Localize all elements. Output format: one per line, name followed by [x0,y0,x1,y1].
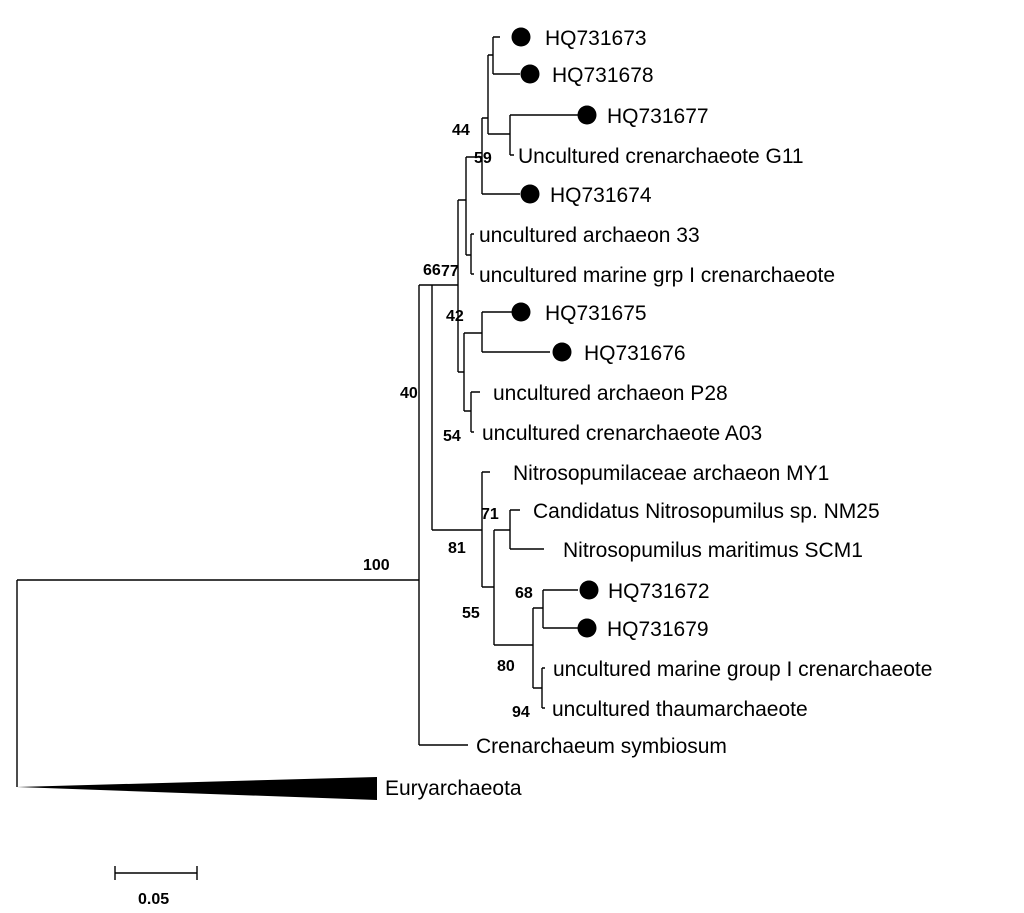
branch-node-677-g11 [509,114,578,156]
tip-label: uncultured archaeon 33 [479,224,700,247]
bootstrap-value: 66 [423,262,441,279]
branch-node-59 [487,54,510,135]
tip-marker-circle [511,27,531,47]
branch-node-55 [493,529,533,646]
branch-node-81 [481,471,494,588]
bootstrap-value: 100 [363,557,390,574]
tip-label: HQ731672 [608,580,710,603]
tip-marker-circle [552,342,572,362]
tip-label: Uncultured crenarchaeote G11 [518,145,804,168]
tree-branches [16,36,578,787]
branch-root [16,579,419,787]
tip-marker-circle [577,105,597,125]
branch-node-675-676 [481,311,550,353]
tip-label: HQ731678 [552,64,654,87]
branch-node-68 [542,589,578,629]
tip-label: Candidatus Nitrosopumilus sp. NM25 [533,500,880,523]
bootstrap-value: 71 [481,506,499,523]
bootstrap-value: 44 [452,122,470,139]
bootstrap-value: 42 [446,308,464,325]
tip-label: Nitrosopumilus maritimus SCM1 [563,539,863,562]
tip-label: HQ731679 [607,618,709,641]
bootstrap-value: 68 [515,585,533,602]
bootstrap-value: 81 [448,540,466,557]
tip-label: HQ731677 [607,105,709,128]
branch-node-80 [532,607,543,689]
branch-node-94 [541,667,545,709]
tip-marker-circle [520,184,540,204]
branch-node-77 [465,156,482,256]
branch-node-33-grp [470,233,474,275]
tip-label: uncultured marine group I crenarchaeote [553,658,932,681]
bootstrap-value: 80 [497,658,515,675]
branch-ingroup-node [418,284,468,746]
tip-marker-circle [577,618,597,638]
tip-labels: HQ731673 HQ731678 HQ731677 Uncultured cr… [476,27,932,758]
collapsed-clade-wedge [17,777,377,800]
branch-node-54 [470,391,480,433]
tip-label: uncultured crenarchaeote A03 [482,422,762,445]
bootstrap-value: 94 [512,704,530,721]
bootstrap-value: 55 [462,605,480,622]
tip-label: HQ731676 [584,342,686,365]
tip-marker-circle [579,580,599,600]
tip-marker-circle [511,302,531,322]
branch-node-40 [431,284,482,531]
tip-label: uncultured archaeon P28 [493,382,728,405]
tip-label: HQ731674 [550,184,652,207]
bootstrap-value: 59 [474,150,492,167]
scale-bar-line [114,866,198,880]
tip-markers [511,27,599,638]
tip-label: HQ731673 [545,27,647,50]
tip-label: HQ731675 [545,302,647,325]
tip-label: Nitrosopumilaceae archaeon MY1 [513,462,829,485]
scale-bar: 0.05 [114,866,198,908]
tip-label: Crenarchaeum symbiosum [476,735,727,758]
bootstrap-value: 77 [441,263,459,280]
tip-marker-circle [520,64,540,84]
scale-bar-label: 0.05 [138,891,169,908]
collapsed-clade-label: Euryarchaeota [385,777,522,800]
branch-node-44 [481,117,520,195]
branch-node-42 [463,332,482,412]
bootstrap-value: 54 [443,428,461,445]
tip-label: uncultured thaumarchaeote [552,698,808,721]
bootstrap-values: 44 59 66 77 42 40 54 71 81 55 68 80 94 1… [363,122,533,721]
bootstrap-value: 40 [400,385,418,402]
tip-label: uncultured marine grp I crenarchaeote [479,264,835,287]
branch-node-673-678 [492,36,520,75]
branch-node-66 [457,199,466,373]
